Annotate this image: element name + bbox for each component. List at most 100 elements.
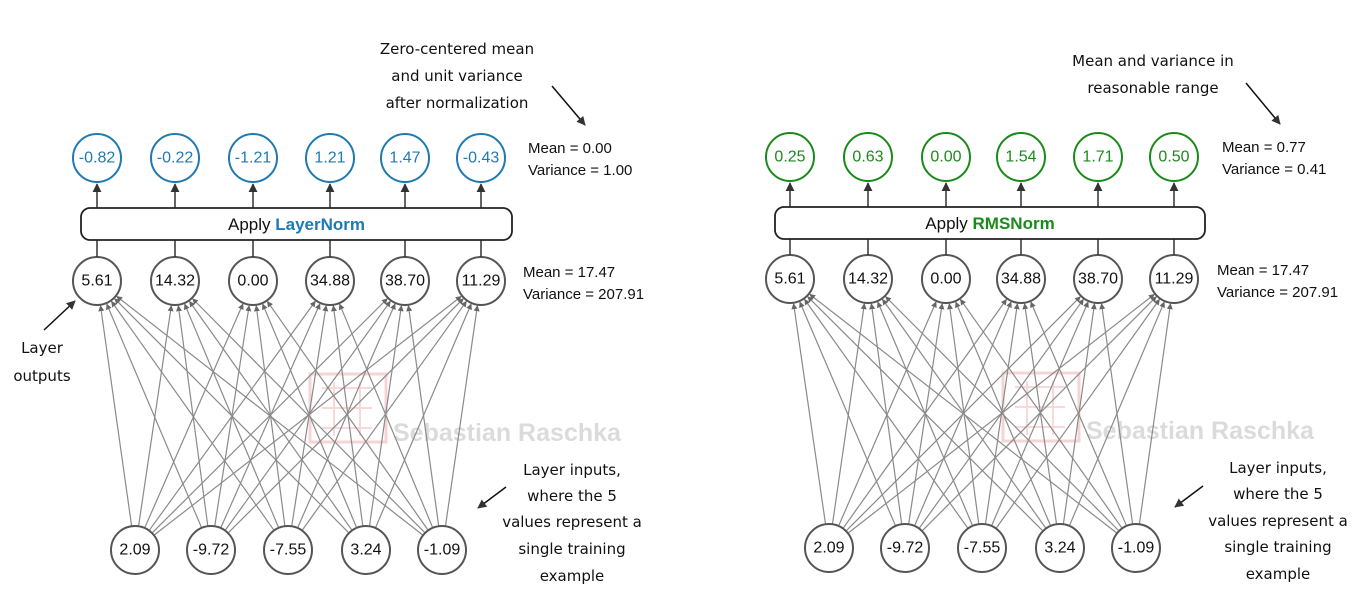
normalized-output-value: -0.43 bbox=[463, 150, 500, 167]
apply-box-rect bbox=[774, 206, 1206, 240]
connection-edges bbox=[98, 295, 480, 536]
normalized-output-value: -1.21 bbox=[235, 150, 272, 167]
input-note-line: values represent a bbox=[1208, 512, 1348, 530]
edge-in3-to-out4 bbox=[368, 305, 404, 527]
input-note-arrow bbox=[1174, 485, 1204, 508]
edge-in1-to-out0 bbox=[799, 301, 897, 527]
layer-output-node: 0.00 bbox=[921, 254, 971, 304]
edge-in4-to-out2 bbox=[266, 300, 429, 531]
apply-box-rect bbox=[80, 207, 513, 241]
edge-in4-to-out2 bbox=[959, 298, 1123, 529]
input-node: -7.55 bbox=[957, 523, 1007, 573]
normalized-output-circle bbox=[380, 133, 430, 183]
edge-in4-to-out1 bbox=[885, 296, 1120, 532]
edge-in4-to-out0 bbox=[116, 295, 424, 536]
normalized-output-node: 0.25 bbox=[765, 132, 815, 182]
edge-in3-to-out3 bbox=[1022, 303, 1058, 525]
normalized-output-circle bbox=[843, 132, 893, 182]
watermark-text: Sebastian Raschka bbox=[1086, 417, 1315, 445]
layer-output-node: 11.29 bbox=[1149, 254, 1199, 304]
top-note-line: Zero-centered mean bbox=[380, 40, 534, 58]
input-note-line: where the 5 bbox=[1233, 485, 1323, 503]
edge-in3-to-out0 bbox=[114, 298, 350, 534]
normalized-output-value: 1.21 bbox=[314, 150, 345, 167]
normalized-output-node: 0.00 bbox=[921, 132, 971, 182]
layer-output-value: 5.61 bbox=[81, 273, 112, 290]
input-node: -9.72 bbox=[880, 523, 930, 573]
input-node-value: -7.55 bbox=[270, 542, 307, 559]
input-node-value: 2.09 bbox=[119, 542, 150, 559]
input-note-line: values represent a bbox=[502, 513, 642, 531]
edge-in1-to-out5 bbox=[227, 298, 464, 534]
input-node-value: -9.72 bbox=[887, 540, 924, 557]
edge-in2-to-out5 bbox=[301, 300, 467, 531]
edge-in3-to-out0 bbox=[807, 296, 1044, 532]
layer-output-value: 11.29 bbox=[462, 273, 501, 290]
edge-in2-to-out5 bbox=[995, 298, 1160, 529]
input-node: -7.55 bbox=[263, 525, 313, 575]
input-node-value: -1.09 bbox=[424, 542, 461, 559]
input-node-circle bbox=[957, 523, 1007, 573]
input-note-line: single training bbox=[1224, 538, 1331, 556]
normalized-output-value: 0.25 bbox=[774, 149, 805, 166]
side-note-line: Layer bbox=[21, 339, 64, 357]
layer-stats-line: Variance = 207.91 bbox=[523, 286, 644, 303]
input-node-value: 3.24 bbox=[1044, 540, 1075, 557]
input-node-value: 3.24 bbox=[350, 542, 381, 559]
edge-in2-to-out4 bbox=[990, 301, 1089, 527]
normalized-output-node: -0.22 bbox=[150, 133, 200, 183]
input-note-line: where the 5 bbox=[527, 487, 617, 505]
input-note-line: Layer inputs, bbox=[523, 461, 621, 479]
side-note-arrow bbox=[43, 300, 76, 331]
output-stats-line: Variance = 1.00 bbox=[528, 162, 632, 179]
layer-output-node: 38.70 bbox=[1073, 254, 1123, 304]
edge-in4-to-out5 bbox=[1138, 303, 1173, 525]
watermark: Sebastian Raschka bbox=[308, 372, 622, 447]
normalized-output-node: 1.47 bbox=[380, 133, 430, 183]
apply-box-label: Apply LayerNorm bbox=[228, 215, 365, 234]
layer-output-node: 11.29 bbox=[456, 256, 506, 306]
normalized-output-circle bbox=[1073, 132, 1123, 182]
input-node-circle bbox=[880, 523, 930, 573]
panels-root: Sebastian Raschka 2.09 -9.72 -7.55 3.24 -1.09… bbox=[13, 40, 1347, 585]
top-note-line: Mean and variance in bbox=[1072, 52, 1234, 70]
input-node: 2.09 bbox=[110, 525, 160, 575]
edge-in0-to-out0 bbox=[98, 305, 133, 527]
layer-stats-line: Mean = 17.47 bbox=[1217, 262, 1309, 279]
layer-output-value: 0.00 bbox=[930, 271, 961, 288]
edge-in4-to-out3 bbox=[338, 303, 434, 529]
layer-output-value: 0.00 bbox=[237, 273, 268, 290]
edge-in0-to-out1 bbox=[831, 303, 867, 525]
layer-output-value: 5.61 bbox=[774, 271, 805, 288]
input-node: -1.09 bbox=[1111, 523, 1161, 573]
input-node-circle bbox=[341, 525, 391, 575]
panel-rmsnorm: Sebastian Raschka 2.09 -9.72 -7.55 3.24 -1.09… bbox=[765, 52, 1348, 583]
input-note-line: example bbox=[1246, 565, 1311, 583]
edge-in1-to-out5 bbox=[921, 296, 1157, 532]
input-node: 2.09 bbox=[804, 523, 854, 573]
input-node-value: 2.09 bbox=[813, 540, 844, 557]
input-note-line: example bbox=[540, 567, 605, 585]
input-note-line: single training bbox=[518, 540, 625, 558]
normalized-output-circle bbox=[72, 133, 122, 183]
input-node-circle bbox=[1035, 523, 1085, 573]
edge-in2-to-out3 bbox=[984, 303, 1020, 525]
edge-in4-to-out4 bbox=[406, 305, 440, 527]
normalized-output-value: 0.50 bbox=[1158, 149, 1189, 166]
norm-name: RMSNorm bbox=[973, 214, 1055, 233]
input-node-circle bbox=[186, 525, 236, 575]
layer-output-node: 5.61 bbox=[765, 254, 815, 304]
watermark: Sebastian Raschka bbox=[1001, 371, 1315, 445]
normalized-output-value: 0.00 bbox=[930, 149, 961, 166]
input-note-arrow bbox=[477, 486, 507, 509]
normalized-output-value: 0.63 bbox=[852, 149, 883, 166]
edge-in0-to-out0 bbox=[791, 303, 827, 525]
edge-in4-to-out5 bbox=[444, 305, 480, 527]
output-stats-line: Mean = 0.77 bbox=[1222, 139, 1306, 156]
watermark-text: Sebastian Raschka bbox=[393, 419, 622, 447]
edge-in2-to-out0 bbox=[804, 298, 969, 529]
normalized-output-node: 1.54 bbox=[996, 132, 1046, 182]
edge-in1-to-out0 bbox=[106, 303, 203, 529]
layer-output-node: 38.70 bbox=[380, 256, 430, 306]
